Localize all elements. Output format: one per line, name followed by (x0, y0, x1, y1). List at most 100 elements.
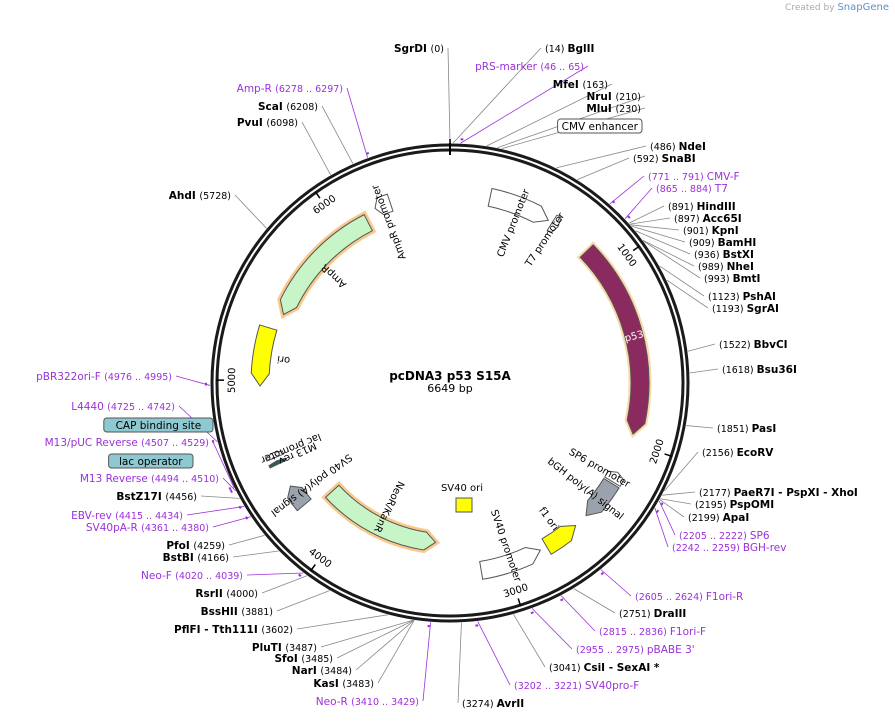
sgrdi-position: (0) (431, 44, 444, 55)
pshai-annotation: (1123) PshAI (708, 291, 776, 303)
f1orir-name: F1ori-R (706, 591, 743, 603)
ecorv-leader (664, 451, 699, 492)
nhei-name: NheI (727, 261, 754, 273)
kpni-name: KpnI (712, 225, 739, 237)
tick-label: 5000 (227, 367, 238, 393)
csii-label: (3041) CsiI - SexAI * (549, 662, 660, 674)
bmti-annotation: (993) BmtI (704, 273, 760, 285)
pspomi-label: (2195) PspOMI (695, 499, 774, 511)
nhei-position: (989) (698, 262, 727, 273)
pbabe-name: pBABE 3' (647, 644, 695, 656)
hindiii-annotation: (891) HindIII (668, 201, 736, 213)
nrui-position: (210) (615, 92, 641, 103)
lacop-name: lac operator (119, 456, 183, 468)
nhei-leader (642, 240, 695, 267)
t7-name: T7 (714, 183, 728, 195)
lacop-annotation: lac operator (108, 453, 194, 469)
draiii-leader (573, 588, 616, 614)
plasmid-name: pcDNA3 p53 S15A (389, 369, 511, 383)
sfoi-leader (336, 619, 414, 659)
pflfi-name: PflFI - Tth111I (174, 624, 261, 636)
bstxi-position: (936) (694, 250, 723, 261)
pvuI-annotation: PvuI (6098) (237, 117, 298, 129)
bsshii-name: BssHII (201, 606, 242, 618)
pbabe-position: (2955 .. 2975) (576, 645, 647, 656)
ebvrev-label: EBV-rev (4415 .. 4434) (71, 510, 183, 522)
pvuI-leader (301, 121, 331, 175)
bbvci-label: (1522) BbvCI (719, 339, 788, 351)
m13rev-p-label: M13 Reverse (4494 .. 4510) (80, 473, 219, 485)
acc65i-position: (897) (674, 214, 703, 225)
nari-annotation: NarI (3484) (292, 665, 352, 677)
m13puc-annotation: M13/pUC Reverse (4507 .. 4529) (45, 437, 209, 449)
t7-annotation: (865 .. 884) T7 (656, 183, 728, 195)
pasi-label: (1851) PasI (717, 423, 776, 435)
bamhi-annotation: (909) BamHI (689, 237, 756, 249)
ndei-annotation: (486) NdeI (650, 141, 706, 153)
bstxi-annotation: (936) BstXI (694, 249, 754, 261)
snapgene-credit: Created by SnapGene (785, 2, 889, 13)
tick-mark (517, 598, 522, 607)
bstxi-leader (635, 230, 691, 255)
prs-leader (460, 65, 589, 144)
snabi-name: SnaBI (662, 153, 696, 165)
nhei-label: (989) NheI (698, 261, 754, 273)
sp6-primer-mark (660, 502, 664, 506)
bmti-name: BmtI (733, 273, 761, 285)
credit-brand: SnapGene (837, 2, 889, 13)
sv40prof-name: SV40pro-F (585, 680, 639, 692)
bsshii-leader (276, 590, 330, 612)
sfoi-label: SfoI (3485) (275, 653, 334, 665)
draiii-label: (2751) DraIII (619, 608, 686, 620)
csii-annotation: (3041) CsiI - SexAI * (549, 662, 660, 674)
ebvrev-leader (186, 506, 245, 516)
sv40pa-feature (287, 485, 312, 512)
kpni-leader (630, 224, 680, 231)
hindiii-position: (891) (668, 202, 697, 213)
ecorv-position: (2156) (702, 448, 737, 459)
hindiii-label: (891) HindIII (668, 201, 736, 213)
m13rev-p-annotation: M13 Reverse (4494 .. 4510) (80, 473, 219, 485)
bstxi-label: (936) BstXI (694, 249, 754, 261)
bbvci-position: (1522) (719, 340, 754, 351)
paer7i-label: (2177) PaeR7I - PspXI - XhoI (699, 487, 858, 499)
sv40prof-annotation: (3202 .. 3221) SV40pro-F (514, 680, 639, 692)
l4440-name: L4440 (71, 401, 107, 413)
pasi-leader (686, 425, 714, 429)
t7-leader (624, 187, 653, 220)
sgrai-leader (666, 279, 709, 309)
bstxi-name: BstXI (723, 249, 754, 261)
f1orif-name: F1ori-F (670, 626, 706, 638)
sp6-label: (2205 .. 2222) SP6 (679, 530, 770, 542)
bmti-position: (993) (704, 274, 733, 285)
sv40ori-feature (455, 497, 473, 513)
neof-name: Neo-F (141, 570, 175, 582)
cmvf-primer-mark (611, 200, 616, 204)
tick-mark (309, 564, 316, 572)
neof-primer-mark (298, 573, 302, 577)
bbvci-name: BbvCI (754, 339, 788, 351)
pluti-label: PluTI (3487) (252, 642, 317, 654)
bghrev-position: (2242 .. 2259) (672, 543, 743, 554)
pflfi-annotation: PflFI - Tth111I (3602) (174, 624, 293, 636)
nari-position: (3484) (320, 666, 352, 677)
ahdI-leader (234, 194, 267, 229)
apai-label: (2199) ApaI (688, 512, 749, 524)
sv40prof-label: (3202 .. 3221) SV40pro-F (514, 680, 639, 692)
sgrai-label: (1193) SgrAI (712, 303, 779, 315)
f1ori-label: f1 ori (536, 505, 560, 533)
mfei-position: (163) (582, 80, 608, 91)
sfoi-annotation: SfoI (3485) (275, 653, 334, 665)
kpni-annotation: (901) KpnI (683, 225, 739, 237)
cap-name: CAP binding site (116, 420, 202, 432)
pbr322-leader (175, 375, 211, 386)
bghrev-leader (654, 507, 669, 548)
cmvenh-box (557, 118, 643, 134)
bsshii-annotation: BssHII (3881) (201, 606, 273, 618)
bstz17i-position: (4456) (165, 492, 197, 503)
pflfi-position: (3602) (261, 625, 293, 636)
pasi-position: (1851) (717, 424, 752, 435)
sp6-prom-feature (604, 470, 625, 488)
sgrdi-label: SgrDI (0) (394, 43, 444, 55)
